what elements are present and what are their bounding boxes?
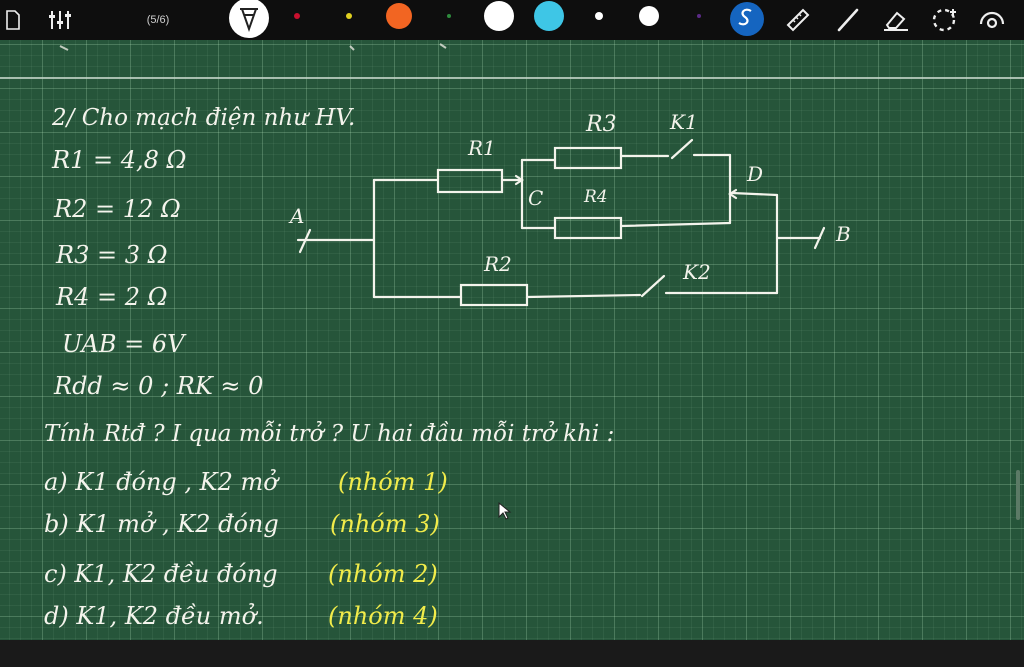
stylus-icon[interactable] bbox=[727, 0, 767, 40]
case-b: b) K1 mở , K2 đóng bbox=[44, 510, 279, 538]
given-r3: R3 = 3 Ω bbox=[56, 241, 168, 269]
pen-color-swatch[interactable] bbox=[595, 12, 603, 20]
case-a: a) K1 đóng , K2 mở bbox=[44, 468, 278, 496]
toolbar: (5/6) bbox=[0, 0, 1024, 40]
pen-color-swatch[interactable] bbox=[697, 14, 701, 18]
pen-color-swatch[interactable] bbox=[386, 3, 412, 29]
label-c: C bbox=[528, 186, 544, 210]
label-d: D bbox=[747, 162, 764, 186]
filter-icon[interactable] bbox=[228, 0, 270, 40]
label-r4: R4 bbox=[584, 187, 608, 207]
circuit-diagram bbox=[296, 138, 826, 307]
ruler-icon[interactable] bbox=[784, 6, 812, 34]
view-icon[interactable] bbox=[976, 6, 1008, 34]
pen-color-swatch[interactable] bbox=[447, 14, 451, 18]
whiteboard[interactable]: R1 R3 K1 C R4 D A B R2 K2 2/ Cho mạch đi… bbox=[0, 40, 1024, 640]
label-r2: R2 bbox=[484, 252, 512, 276]
resistor-r4 bbox=[553, 216, 623, 240]
label-k1: K1 bbox=[670, 110, 698, 134]
pen-color-swatch[interactable] bbox=[294, 13, 300, 19]
pen-color-swatch[interactable] bbox=[484, 1, 514, 31]
given-uab: UAB = 6V bbox=[62, 330, 185, 358]
lasso-icon[interactable] bbox=[928, 4, 960, 36]
bottom-bar bbox=[0, 640, 1024, 667]
label-k2: K2 bbox=[683, 260, 711, 284]
label-b: B bbox=[836, 222, 851, 246]
pen-icon[interactable] bbox=[834, 6, 862, 34]
case-d-group: (nhóm 4) bbox=[328, 602, 438, 630]
problem-title: 2/ Cho mạch điện như HV. bbox=[52, 105, 356, 131]
case-c-group: (nhóm 2) bbox=[328, 560, 438, 588]
case-b-group: (nhóm 3) bbox=[330, 510, 440, 538]
case-d: d) K1, K2 đều mở. bbox=[44, 602, 264, 630]
scroll-handle[interactable] bbox=[1016, 470, 1020, 520]
given-r2: R2 = 12 Ω bbox=[54, 195, 181, 223]
label-r1: R1 bbox=[468, 136, 496, 160]
page-indicator: (5/6) bbox=[146, 14, 170, 26]
question-text: Tính Rtđ ? I qua mỗi trở ? U hai đầu mỗi… bbox=[44, 421, 615, 447]
given-rdd-rk: Rdd ≈ 0 ; RK ≈ 0 bbox=[54, 372, 264, 400]
equalizer-icon[interactable] bbox=[46, 6, 74, 34]
case-c: c) K1, K2 đều đóng bbox=[44, 560, 278, 588]
label-r3: R3 bbox=[586, 112, 617, 137]
pen-color-swatch[interactable] bbox=[346, 13, 352, 19]
resistor-r2 bbox=[459, 283, 529, 307]
given-r1: R1 = 4,8 Ω bbox=[52, 146, 187, 174]
pen-color-swatch[interactable] bbox=[534, 1, 564, 31]
resistor-r1 bbox=[436, 168, 504, 194]
mouse-cursor-icon bbox=[498, 502, 512, 520]
page-icon[interactable] bbox=[2, 6, 24, 34]
pen-color-swatch[interactable] bbox=[639, 6, 659, 26]
resistor-r3 bbox=[553, 146, 623, 170]
eraser-icon[interactable] bbox=[880, 6, 912, 34]
case-a-group: (nhóm 1) bbox=[338, 468, 448, 496]
given-r4: R4 = 2 Ω bbox=[56, 283, 168, 311]
label-a: A bbox=[290, 204, 305, 228]
